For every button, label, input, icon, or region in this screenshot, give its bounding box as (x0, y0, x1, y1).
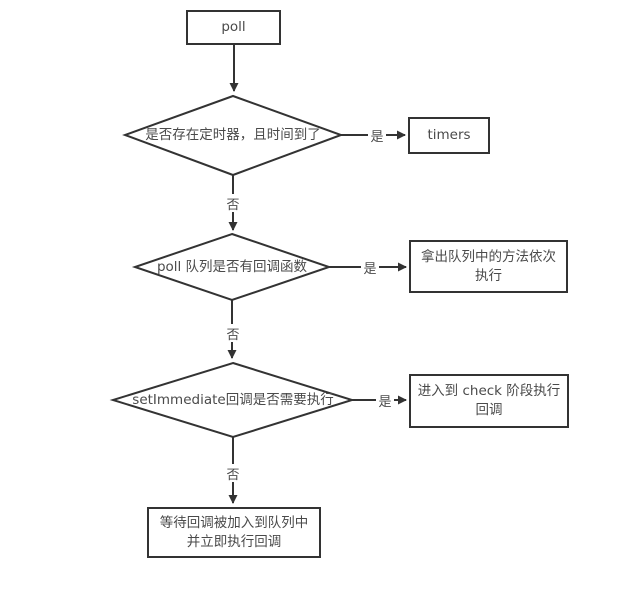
check-phase-box-shape (409, 374, 569, 428)
poll-box-shape (186, 10, 281, 45)
setimmediate-check-diamond-shape (109, 361, 356, 439)
wait-callback-box-shape (147, 507, 321, 558)
timers-box-shape (408, 117, 490, 154)
poll-queue-check-diamond-shape (131, 232, 333, 302)
execute-queue-box-shape (409, 240, 568, 293)
timer-check-diamond-shape (122, 94, 344, 177)
